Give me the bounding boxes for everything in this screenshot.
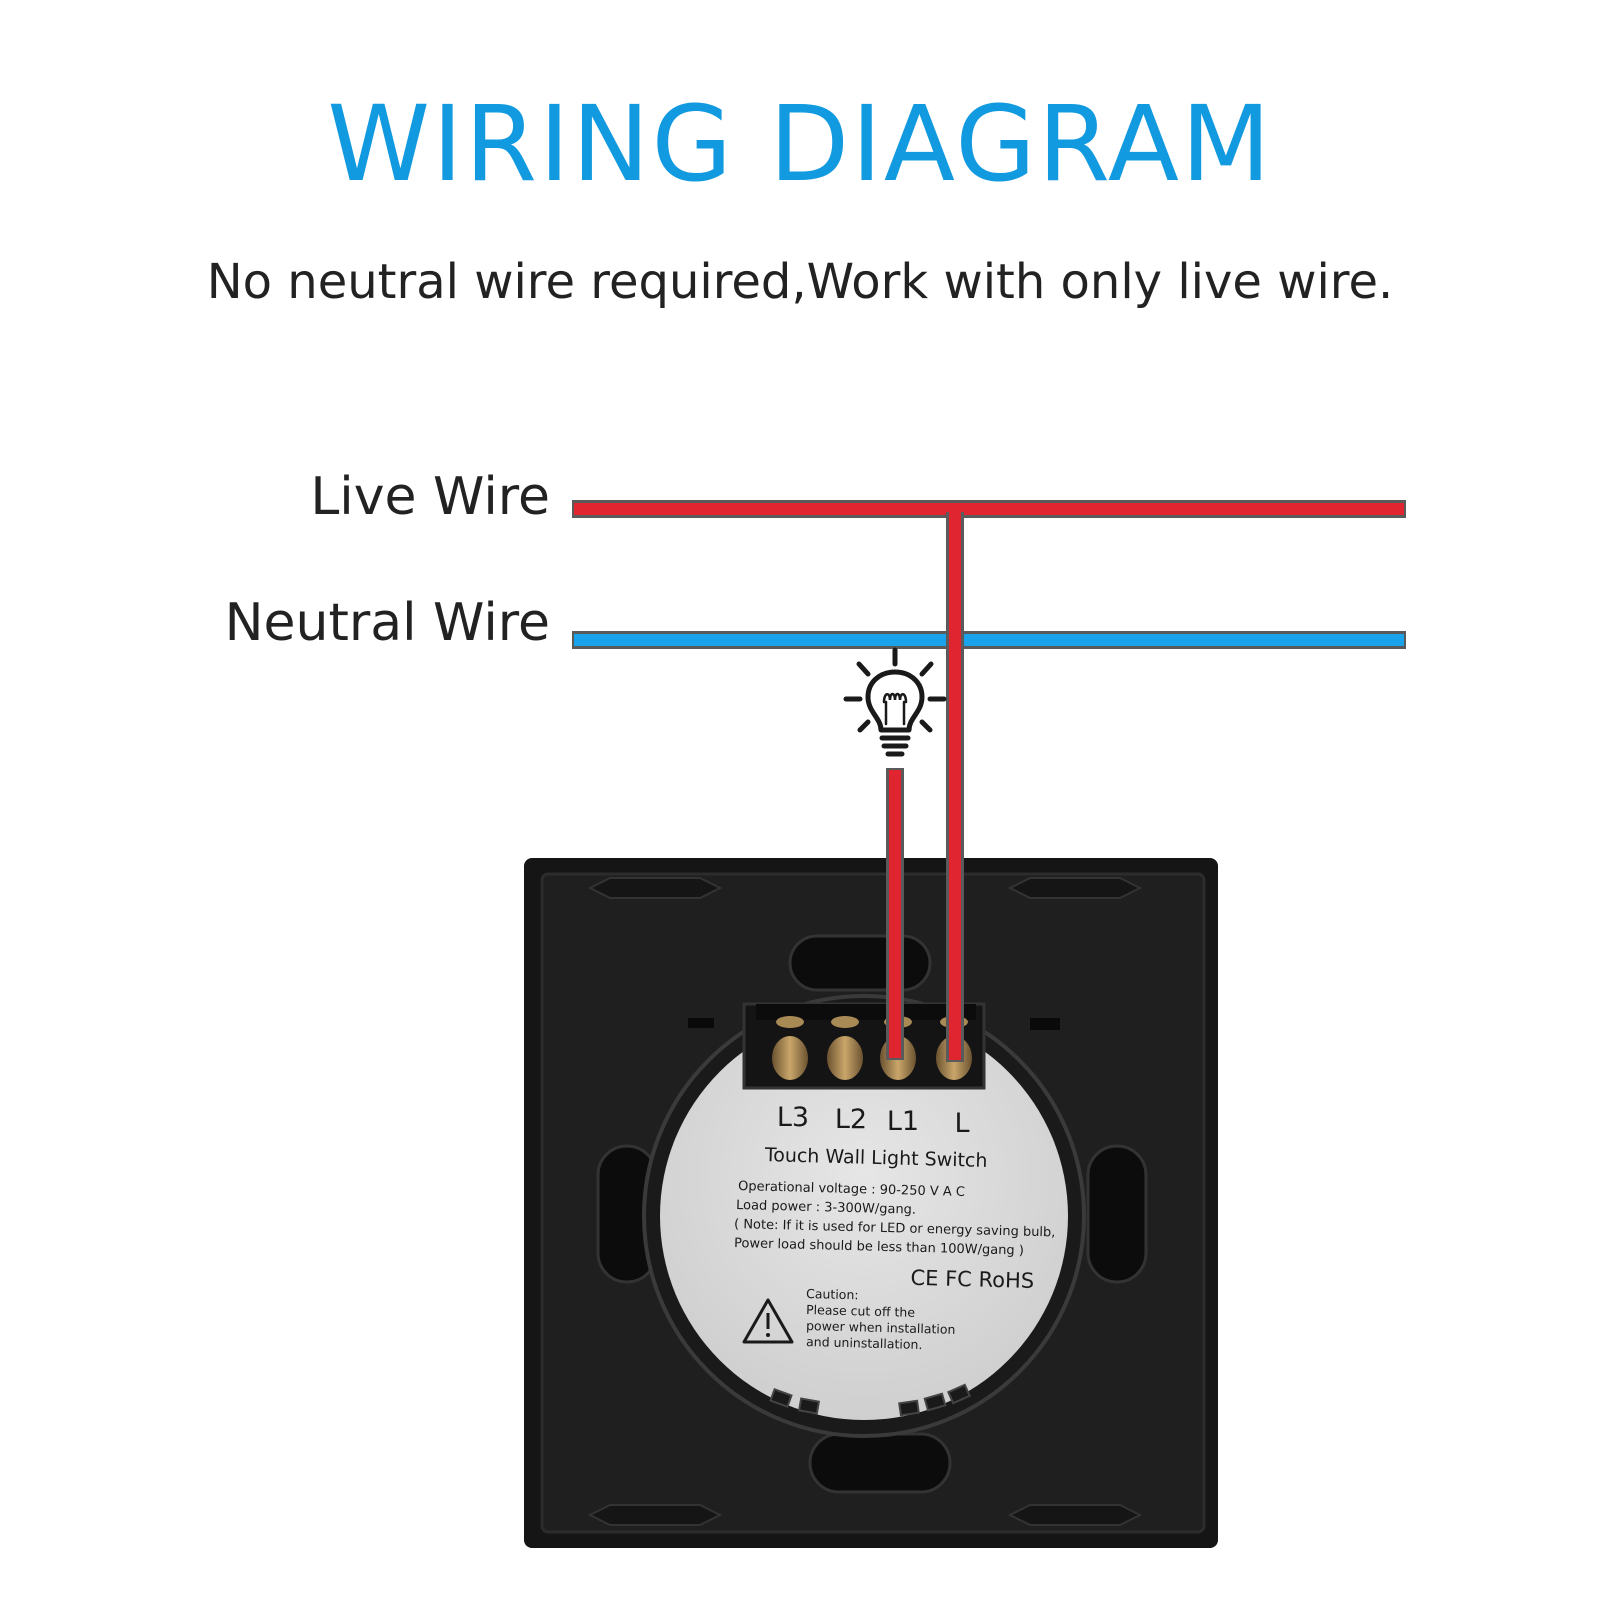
- terminal-label-l3: L3: [777, 1102, 809, 1133]
- caution-line-1: Caution:: [806, 1286, 859, 1302]
- spec-line-2: Load power : 3-300W/gang.: [736, 1198, 916, 1218]
- caution-line-3: power when installation: [806, 1318, 956, 1337]
- live-wire: [574, 503, 1404, 515]
- caution-line-4: and uninstallation.: [806, 1334, 923, 1352]
- terminal-label-l: L: [954, 1108, 969, 1139]
- terminal-screws: [772, 1016, 972, 1080]
- terminal-label-l1: L1: [887, 1106, 919, 1137]
- caution-line-2: Please cut off the: [806, 1302, 916, 1320]
- live-drop-wire: [949, 512, 961, 1060]
- neutral-wire: [574, 634, 1404, 646]
- warning-triangle-icon: [742, 1298, 794, 1344]
- live-wire-label: Live Wire: [310, 467, 550, 527]
- light-bulb-icon: [843, 647, 947, 757]
- diagram-subtitle: No neutral wire required,Work with only …: [206, 254, 1394, 310]
- neutral-wire-label: Neutral Wire: [225, 593, 550, 653]
- label-plate: [660, 1012, 1068, 1420]
- spec-line-1: Operational voltage : 90-250 V A C: [738, 1179, 965, 1200]
- plate-labels: L3 L2 L1 L Touch Wall Light Switch Opera…: [734, 1102, 1056, 1352]
- diagram-title: WIRING DIAGRAM: [327, 83, 1273, 205]
- terminal-label-l2: L2: [835, 1104, 867, 1135]
- load-wire: [889, 770, 901, 1058]
- certification-marks: CE FC RoHS: [910, 1266, 1034, 1293]
